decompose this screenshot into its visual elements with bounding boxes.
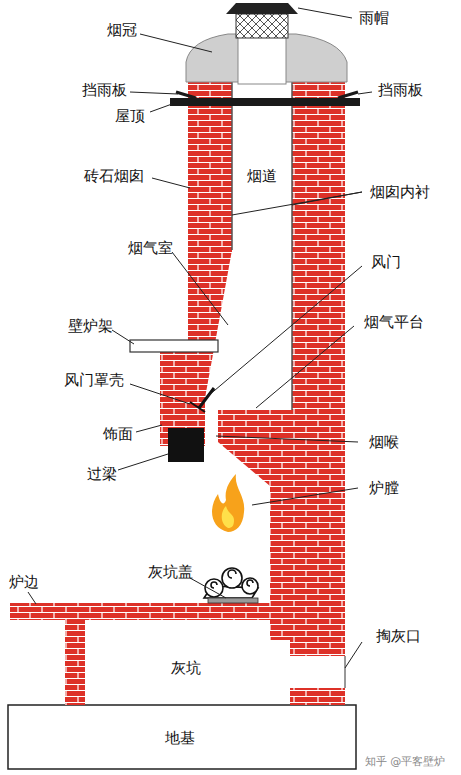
rain-cap (226, 3, 298, 14)
mantel-shelf (130, 340, 218, 352)
damper-plate (199, 388, 214, 408)
ash-pit-cover (208, 598, 258, 603)
part-label: 挡雨板 (378, 82, 423, 99)
damper-housing (190, 402, 205, 412)
part-label: 烟囱内衬 (370, 184, 430, 201)
part-label: 烟喉 (369, 434, 399, 451)
part-label: 灰坑 (171, 660, 201, 677)
part-label: 饰面 (103, 426, 133, 443)
flame (212, 474, 244, 532)
part-label: 地基 (165, 730, 195, 747)
part-label: 烟道 (247, 168, 277, 185)
logs (204, 568, 258, 598)
part-label: 炉边 (9, 574, 39, 591)
part-label: 挡雨板 (82, 82, 127, 99)
part-label: 砖石烟囱 (84, 168, 144, 185)
part-label: 壁炉架 (68, 318, 113, 335)
clean-out-door (345, 656, 346, 688)
part-label: 灰坑盖 (148, 564, 193, 581)
part-label: 掏灰口 (376, 628, 421, 645)
flame-core (222, 506, 234, 528)
flue-liner (291, 80, 293, 410)
leader-lines (28, 8, 372, 668)
part-label: 风门罩壳 (64, 372, 124, 389)
clean-out-opening (290, 656, 345, 688)
lintel (168, 428, 204, 462)
rain-board (176, 92, 196, 98)
foundation (8, 705, 356, 769)
watermark: 知乎 @平客壁炉 (365, 756, 446, 768)
rain-board (338, 92, 358, 98)
part-label: 炉膛 (369, 480, 399, 497)
part-label: 烟冠 (107, 22, 137, 39)
part-label: 过梁 (87, 466, 117, 483)
roof (170, 98, 360, 106)
part-label: 烟气室 (128, 240, 173, 257)
part-label: 雨帽 (359, 10, 389, 27)
part-label: 屋顶 (115, 108, 145, 125)
part-label: 风门 (371, 254, 401, 271)
part-label: 烟气平台 (364, 314, 424, 331)
rain-cap-mesh (236, 14, 288, 38)
brick-masonry (10, 80, 345, 705)
